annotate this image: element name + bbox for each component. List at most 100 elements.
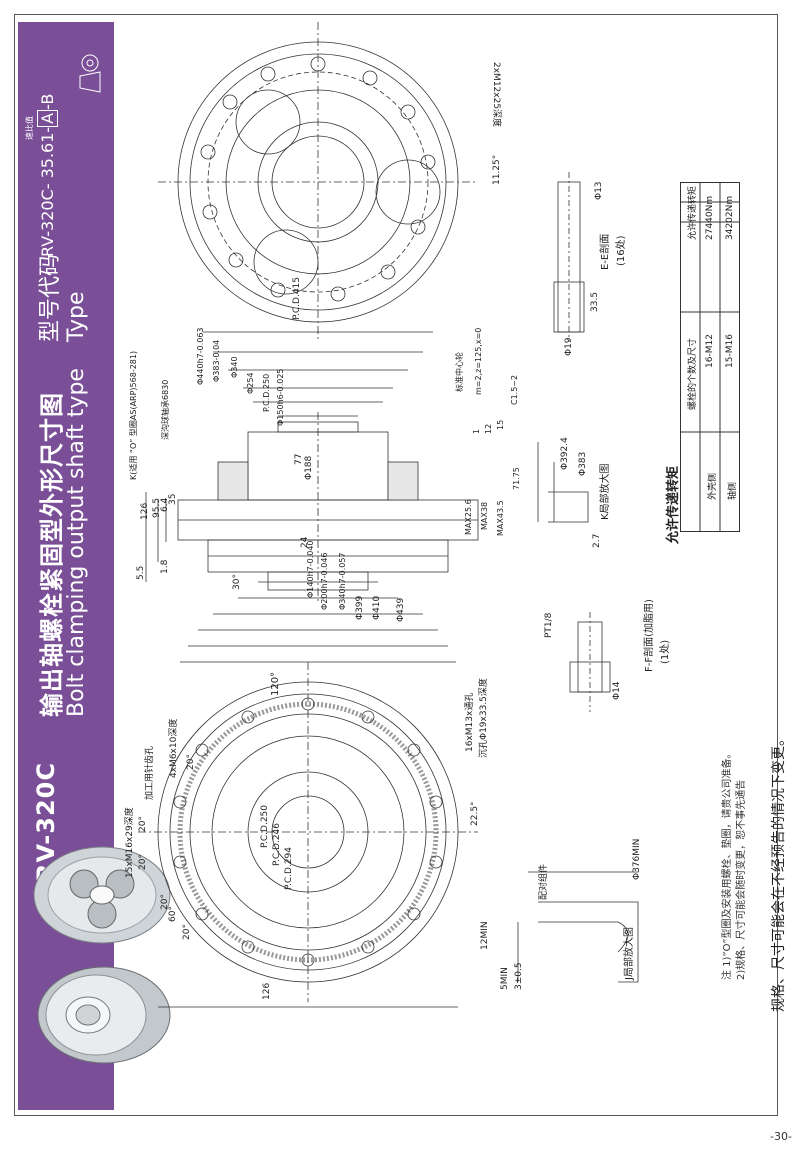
dim-12: 12: [484, 423, 493, 434]
dim-1: 1: [472, 428, 481, 434]
th-bolts: 螺栓的个数及尺寸: [688, 337, 698, 410]
ff-title: F-F剖面(加脂用): [644, 599, 655, 672]
detail-j: [517, 871, 639, 983]
torque-table: [680, 182, 740, 532]
rear-holes-b: 4xM6x10深度: [169, 718, 179, 778]
detail-ee: [553, 172, 585, 342]
dim-440: Φ440h7-0.063: [196, 327, 205, 385]
type-en-label: Type: [64, 291, 89, 342]
dim-77: 77: [294, 453, 304, 465]
dim-399: Φ399: [355, 595, 365, 620]
dimension-drawing: [138, 22, 639, 1008]
dim-pcd250: P.C.D.250: [262, 373, 271, 412]
pin-label: 标准中心轮: [455, 352, 464, 392]
ee-dim-13: Φ13: [594, 181, 604, 200]
rear-pcd2: P.C.D.246: [272, 822, 282, 866]
k-title: K局部放大图: [600, 463, 611, 520]
td-label-1: 外壳侧: [708, 472, 718, 500]
dim-35: 35: [168, 493, 178, 505]
j-dim-3: 3±0.5: [514, 962, 524, 990]
dim-30a: 30°: [232, 574, 242, 590]
seal-label: 深沟球轴承6830: [161, 379, 170, 440]
english-title: Bolt clamping output shaft type: [64, 368, 89, 717]
rear-width: 126: [262, 982, 272, 1000]
rear-angle-e: 20°: [182, 924, 192, 940]
j-dim-12: 12MIN: [480, 921, 490, 950]
j-dim-376: Φ376MIN: [632, 838, 642, 880]
dim-7175: 71.75: [512, 467, 521, 490]
dim-439: Φ439: [396, 597, 406, 622]
rear-angle-60: 60°: [168, 906, 178, 922]
note-line-1: 注 1)“O”型圈及安装用螺栓、垫圈，请贵公司准备。: [722, 748, 733, 981]
td-bolts-1: 16-M12: [705, 334, 715, 368]
section-view: [145, 331, 479, 663]
ff-dim-14: Φ14: [612, 681, 622, 700]
td-torque-1: 27440Nm: [705, 195, 715, 240]
rear-holes-e: 沉孔Φ19x33.5深度: [479, 678, 489, 758]
rear-pcd1: P.C.D.250: [260, 804, 270, 848]
projection-icon: [79, 54, 101, 93]
page-frame: [14, 14, 778, 1116]
td-torque-2: 34202Nm: [725, 195, 735, 240]
k-dim-3924: Φ392.4: [560, 437, 570, 470]
dim-254: Φ254: [246, 372, 255, 394]
j-label: 配对组件: [539, 863, 549, 900]
page-number: -30-: [770, 1130, 792, 1143]
type-zh-label: 型号代码: [38, 253, 63, 342]
dim-126-v: 126: [140, 502, 150, 520]
dim-max435: MAX43.5: [496, 500, 505, 536]
chamfer-label: C1.5~2: [510, 374, 519, 405]
rear-angle-120: 120°: [270, 671, 281, 696]
dim-15: 15: [496, 419, 505, 430]
dim-340: Φ340: [230, 356, 239, 378]
k-dim-383: Φ383: [578, 451, 588, 476]
dim-410: Φ410: [372, 595, 382, 620]
ee-dim-335: 33.5: [590, 291, 600, 312]
dim-150: Φ150h6-0.025: [276, 368, 285, 426]
rear-holes-d: 16xM13x通孔: [465, 692, 475, 752]
rear-angle-c: 20°: [138, 854, 148, 870]
front-holes-label: 2xM12x25深度: [491, 62, 501, 128]
j-dim-5: 5MIN: [500, 967, 510, 990]
ee-title: E-E剖面: [600, 233, 611, 270]
ee-dim-19: Φ19: [564, 337, 574, 356]
torque-title: 允许传递转矩: [666, 465, 681, 544]
type-code: RV-320C- 35.61-A-B: [37, 93, 58, 257]
gear-label: m=2,z=125,x=0: [474, 327, 483, 395]
ff-dim-pt: PT1/8: [544, 612, 554, 638]
ee-count: (16处): [616, 235, 627, 266]
note-line-2: 2)规格、尺寸可能会随时变更，恕不事先通告: [736, 779, 747, 980]
product-photo-gear: [33, 846, 171, 944]
ff-count: (1处): [660, 639, 671, 664]
product-photo-body: [37, 966, 171, 1064]
change-notice: 规格、尺寸可能会在不经预告的情况下变更。: [771, 732, 787, 1012]
dim-188: Φ188: [304, 455, 314, 480]
dim-27: 2.7: [592, 533, 602, 548]
dim-18: 1.8: [160, 559, 170, 574]
rear-holes-a: 15xM16x29深度: [125, 807, 135, 878]
front-pcd-label: P.C.D.415: [292, 276, 302, 320]
rear-angle-225: 22.5°: [470, 801, 480, 826]
dim-55: 5.5: [136, 565, 146, 580]
rear-angle-b: 20°: [138, 816, 148, 832]
ratio-label: 速比值: [25, 116, 34, 140]
td-label-2: 轴侧: [728, 481, 738, 500]
rear-angle-a: 20°: [186, 754, 196, 770]
detail-ff: [569, 612, 611, 712]
dim-max256: MAX25.6: [464, 499, 473, 535]
dim-140: Φ140h7-0.040: [306, 540, 315, 598]
chinese-title: 输出轴螺栓紧固型外形尺寸图: [38, 392, 66, 717]
front-angle-label: 11.25°: [492, 154, 502, 185]
th-torque: 允许传递转矩: [688, 185, 698, 240]
detail-k: [537, 442, 589, 523]
dim-383: Φ383-0.04: [212, 339, 221, 382]
dim-200: Φ200h7-0.046: [320, 552, 329, 610]
rear-pcd3: P.C.D.294: [284, 846, 294, 890]
td-bolts-2: 15-M16: [725, 334, 735, 368]
dim-340b: Φ340h7-0.057: [338, 552, 347, 610]
rear-holes-c: 加工用针齿孔: [145, 745, 155, 800]
j-title: J局部放大图: [624, 927, 635, 980]
oring-label: K(适用 “O” 型圈AS(ARP)568-281): [129, 350, 138, 480]
dim-max38: MAX38: [480, 501, 489, 530]
rear-view: [138, 662, 478, 1008]
